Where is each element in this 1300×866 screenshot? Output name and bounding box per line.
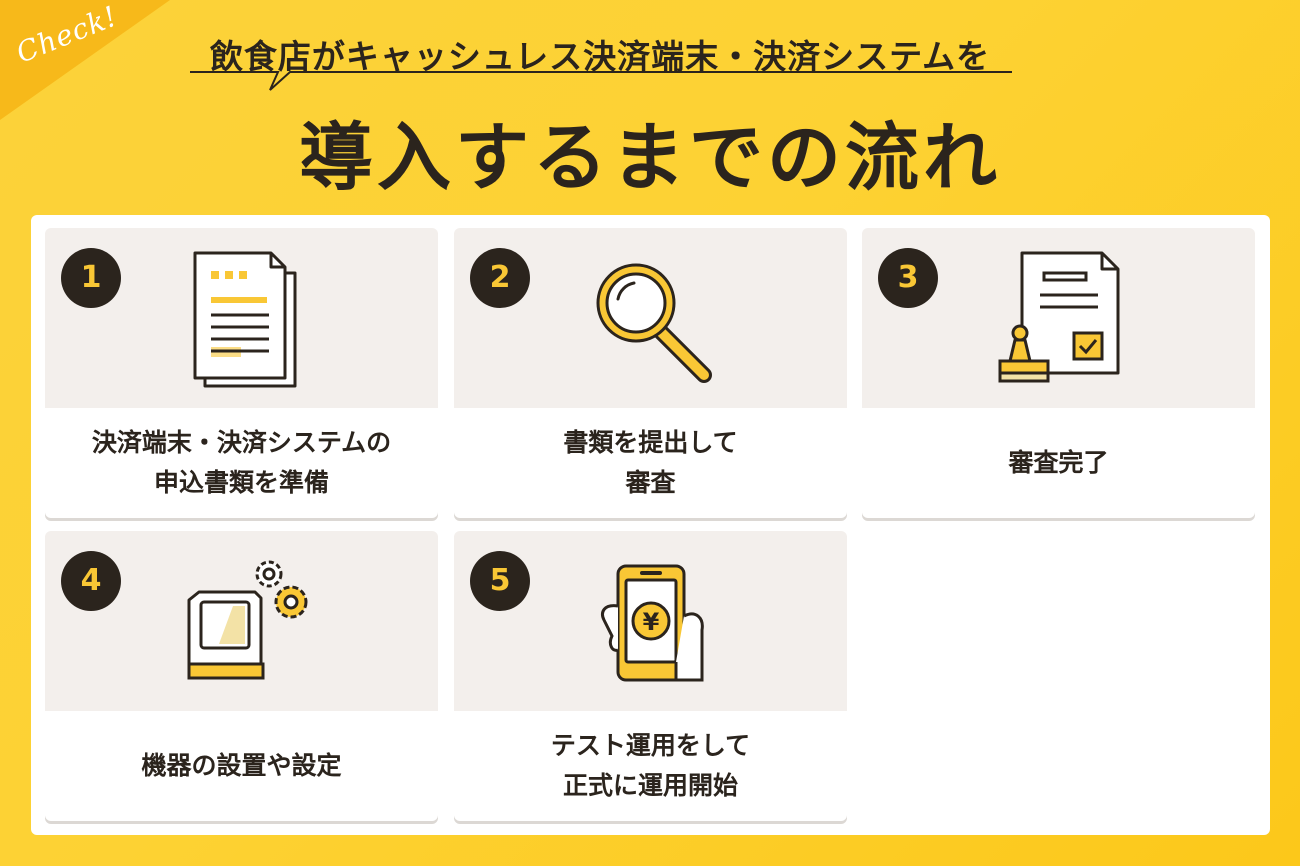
terminal-gears-icon bbox=[187, 560, 308, 680]
step-label-3: 審査完了 bbox=[862, 408, 1255, 518]
step-number-2: 2 bbox=[470, 248, 530, 308]
main-title: 導入するまでの流れ bbox=[299, 115, 1001, 201]
step-label-1-line1: 決済端末・決済システムの bbox=[91, 428, 392, 457]
approved-document-stamp-icon bbox=[998, 251, 1120, 383]
subtitle: 飲食店がキャッシュレス決済端末・決済システムを bbox=[209, 37, 991, 76]
step-label-2-line2: 審査 bbox=[625, 468, 676, 497]
step-number-4: 4 bbox=[61, 551, 121, 611]
step-number-3: 3 bbox=[878, 248, 938, 308]
step-card-5: 5 ¥ テスト運用をして 正式に運用開始 bbox=[454, 531, 847, 821]
step-card-2: 2 書類を提出して 審査 bbox=[454, 228, 847, 518]
step-number-1: 1 bbox=[61, 248, 121, 308]
steps-panel: 1 決済端末・決済システムの 申込書類を準備 2 bbox=[31, 215, 1270, 835]
step-label-2: 書類を提出して 審査 bbox=[454, 408, 847, 518]
corner-accent bbox=[0, 0, 170, 120]
gear-icon bbox=[255, 560, 308, 619]
step-label-2-line1: 書類を提出して bbox=[563, 428, 738, 457]
step-label-1: 決済端末・決済システムの 申込書類を準備 bbox=[45, 408, 438, 518]
magnifier-icon bbox=[596, 263, 712, 383]
svg-text:¥: ¥ bbox=[643, 608, 660, 636]
step-label-5-line1: テスト運用をして bbox=[550, 731, 751, 760]
step-card-4: 4 機器の設置や設定 bbox=[45, 531, 438, 821]
step-number-5: 5 bbox=[470, 551, 530, 611]
step-label-3-line1: 審査完了 bbox=[1008, 448, 1109, 477]
step-label-5: テスト運用をして 正式に運用開始 bbox=[454, 711, 847, 821]
subtitle-underline bbox=[190, 71, 1012, 91]
smartphone-yen-icon: ¥ bbox=[601, 564, 704, 682]
step-label-4-line1: 機器の設置や設定 bbox=[141, 751, 342, 780]
step-label-4: 機器の設置や設定 bbox=[45, 711, 438, 821]
documents-icon bbox=[193, 251, 297, 388]
step-card-3: 3 審査完了 bbox=[862, 228, 1255, 518]
step-label-1-line2: 申込書類を準備 bbox=[153, 468, 329, 497]
step-card-1: 1 決済端末・決済システムの 申込書類を準備 bbox=[45, 228, 438, 518]
step-label-5-line2: 正式に運用開始 bbox=[562, 771, 738, 800]
